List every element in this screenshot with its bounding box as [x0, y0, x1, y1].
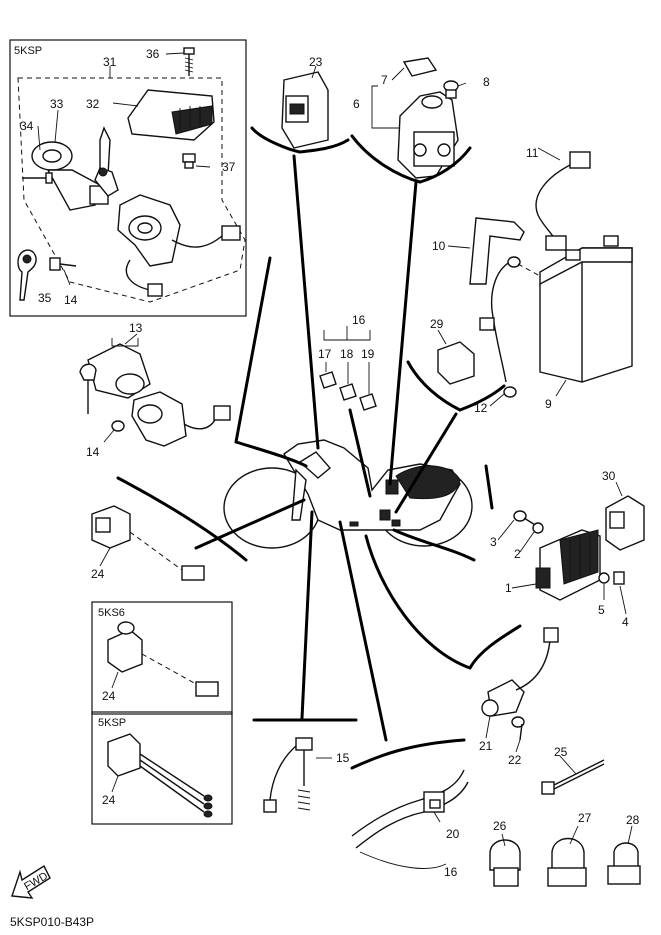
callout-3: 3 — [490, 535, 497, 549]
relay-29 — [437, 329, 475, 385]
box-5ksp-lower-title: 5KSP — [98, 717, 126, 729]
box-5ks6-title: 5KS6 — [98, 607, 125, 619]
fwd-label: FWD — [22, 870, 50, 893]
clamp-28 — [607, 825, 641, 885]
callout-6: 6 — [353, 97, 360, 111]
callout-22: 22 — [508, 753, 522, 767]
switch-15 — [263, 737, 332, 813]
callout-19: 19 — [361, 347, 375, 361]
starter-relay-6 — [371, 57, 467, 179]
callout-8: 8 — [483, 75, 490, 89]
relay-30 — [605, 481, 645, 551]
box-5ks6: 5KS6 — [91, 601, 233, 715]
callout-15: 15 — [336, 751, 350, 765]
box-5ksp-top-title: 5KSP — [14, 45, 42, 57]
motorcycle-outline — [223, 439, 473, 549]
fuse-set-16 — [319, 326, 377, 411]
callout-36: 36 — [146, 47, 160, 61]
callout-20: 20 — [446, 827, 460, 841]
callout-25: 25 — [554, 745, 568, 759]
callout-5: 5 — [598, 603, 605, 617]
callout-28: 28 — [626, 813, 640, 827]
callout-32: 32 — [86, 97, 100, 111]
callout-11: 11 — [526, 146, 539, 160]
callout-33: 33 — [50, 97, 64, 111]
callout-2: 2 — [514, 547, 521, 561]
callout-21: 21 — [479, 739, 493, 753]
callout-29: 29 — [430, 317, 444, 331]
cable-tie-25 — [541, 755, 605, 795]
callout-27: 27 — [578, 811, 592, 825]
callout-24-5ks6: 24 — [102, 689, 116, 703]
callout-16-bottom: 16 — [444, 865, 458, 879]
main-switch-assembly-top — [22, 109, 241, 297]
battery-cable-10 — [447, 217, 525, 285]
callout-labels: 1 2 3 4 5 6 7 8 9 10 11 12 13 14 14 15 1… — [20, 47, 640, 879]
callout-13: 13 — [129, 321, 143, 335]
negative-cable-12 — [479, 256, 541, 407]
callout-35: 35 — [38, 291, 52, 305]
callout-7: 7 — [381, 73, 388, 87]
battery-9 — [539, 235, 633, 397]
callout-30: 30 — [602, 469, 616, 483]
callout-14-top: 14 — [64, 293, 78, 307]
leader-lines — [116, 126, 522, 770]
forward-arrow-icon: FWD — [11, 864, 51, 899]
callout-37: 37 — [222, 160, 236, 174]
clamp-27 — [547, 825, 587, 887]
bolt-36 — [165, 47, 195, 76]
callout-34: 34 — [20, 119, 34, 133]
callout-1: 1 — [505, 581, 512, 595]
main-switch-13 — [79, 333, 231, 447]
wire-harness-20 — [351, 769, 469, 869]
callout-26: 26 — [493, 819, 507, 833]
callout-18: 18 — [340, 347, 354, 361]
sensor-21 — [481, 627, 559, 753]
nut-37 — [182, 153, 211, 169]
callout-24-top: 24 — [91, 567, 105, 581]
screw-14-top — [49, 257, 77, 286]
box-5ksp-top: 5KSP — [9, 39, 247, 317]
ecu-unit — [112, 89, 215, 141]
battery-lead-11 — [535, 147, 591, 251]
sensor-24-top — [91, 505, 205, 581]
box-5ksp-lower: 5KSP — [91, 711, 233, 825]
callout-16-top: 16 — [352, 313, 366, 327]
key-35 — [17, 249, 37, 301]
callout-14-lower: 14 — [86, 445, 100, 459]
callout-24-5ksp: 24 — [102, 793, 116, 807]
relay-23 — [281, 65, 329, 149]
callout-12: 12 — [474, 401, 488, 415]
clamp-26 — [489, 833, 521, 887]
callout-4: 4 — [622, 615, 629, 629]
callout-31: 31 — [103, 55, 117, 69]
callout-10: 10 — [432, 239, 446, 253]
diagram-code: 5KSP010-B43P — [10, 915, 94, 929]
callout-23: 23 — [309, 55, 323, 69]
callout-17: 17 — [318, 347, 332, 361]
rectifier-regulator-1 — [497, 510, 627, 615]
callout-9: 9 — [545, 397, 552, 411]
